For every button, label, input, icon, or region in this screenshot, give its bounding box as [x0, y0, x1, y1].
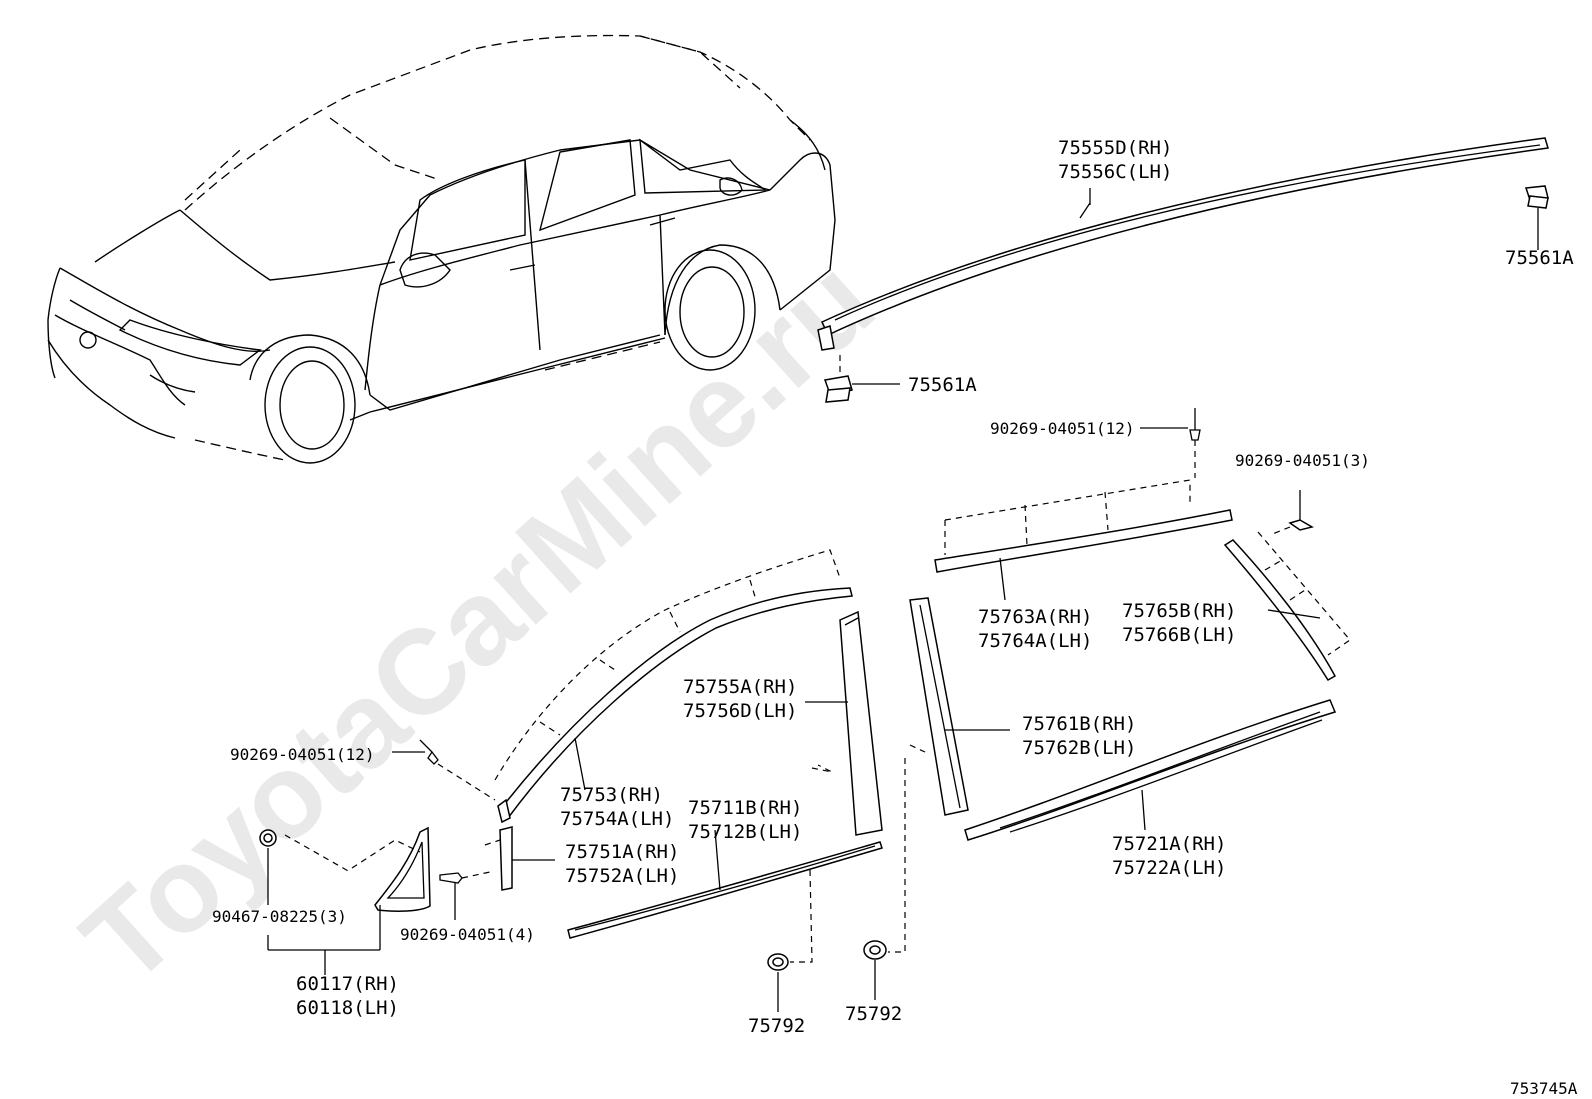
label-75555d-rh: 75555D(RH)	[1058, 137, 1172, 159]
label-75761b-rh: 75761B(RH)	[1022, 713, 1136, 735]
label-75764a-lh: 75764A(LH)	[978, 630, 1092, 652]
car-illustration	[47, 34, 836, 464]
label-75561a-top: 75561A	[1505, 247, 1574, 269]
label-75721a-rh: 75721A(RH)	[1112, 833, 1226, 855]
clip-75561a-mid	[823, 355, 900, 403]
label-75792-b: 75792	[845, 1003, 902, 1025]
corner-garnish-60117	[259, 826, 491, 975]
label-75792-a: 75792	[748, 1015, 805, 1037]
label-75751a-rh: 75751A(RH)	[565, 841, 679, 863]
belt-molding-75721a	[863, 699, 1337, 1000]
quarter-molding-75765b	[1223, 490, 1351, 682]
label-75556c-lh: 75556C(LH)	[1058, 161, 1172, 183]
pillar-garnish-75761b	[909, 597, 1010, 816]
diagram-id: 753745A	[1510, 1079, 1578, 1098]
roof-molding-75555d	[817, 137, 1549, 351]
label-75755a-rh: 75755A(RH)	[683, 676, 797, 698]
label-75722a-lh: 75722A(LH)	[1112, 857, 1226, 879]
belt-molding-75711b	[567, 829, 883, 1012]
label-90467: 90467-08225(3)	[212, 907, 347, 926]
label-75756d-lh: 75756D(LH)	[683, 700, 797, 722]
label-75753-rh: 75753(RH)	[560, 784, 663, 806]
watermark-text: ToyotaCarMine.ru	[58, 233, 899, 1009]
label-75766b-lh: 75766B(LH)	[1122, 624, 1236, 646]
label-90269-12-left: 90269-04051(12)	[230, 745, 375, 764]
label-75763a-rh: 75763A(RH)	[978, 606, 1092, 628]
garnish-75751a	[484, 826, 555, 891]
label-75754a-lh: 75754A(LH)	[560, 808, 674, 830]
label-60117-rh: 60117(RH)	[296, 973, 399, 995]
clip-75561a-top	[1524, 185, 1549, 245]
label-75765b-rh: 75765B(RH)	[1122, 600, 1236, 622]
label-75752a-lh: 75752A(LH)	[565, 865, 679, 887]
label-90269-12-top: 90269-04051(12)	[990, 419, 1135, 438]
label-75762b-lh: 75762B(LH)	[1022, 737, 1136, 759]
label-75711b-rh: 75711B(RH)	[688, 797, 802, 819]
label-60118-lh: 60118(LH)	[296, 997, 399, 1019]
door-frame-molding-75753	[392, 549, 853, 824]
label-75712b-lh: 75712B(LH)	[688, 821, 802, 843]
label-75561a-mid: 75561A	[908, 374, 977, 396]
window-frame-molding-75763a	[934, 408, 1233, 601]
pillar-garnish-75755a	[805, 610, 883, 836]
label-90269-4: 90269-04051(4)	[400, 925, 535, 944]
label-90269-3: 90269-04051(3)	[1235, 451, 1370, 470]
